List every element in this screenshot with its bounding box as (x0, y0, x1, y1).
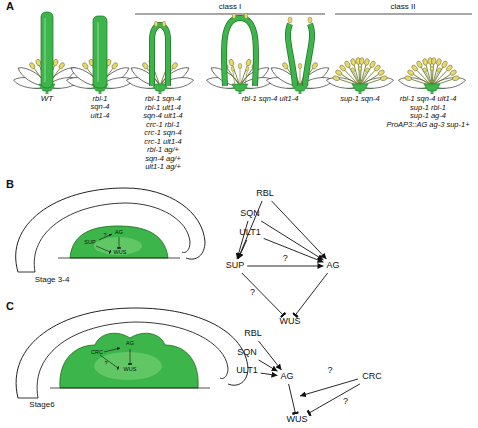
gene-name: AG (280, 372, 293, 382)
activation-arrow (259, 360, 278, 371)
label-text: WUS (112, 249, 128, 255)
label-text: B (3, 178, 17, 190)
label-text: sup-1 ag-4 (379, 112, 477, 120)
activation-arrow (272, 201, 327, 259)
inhibition-connector (295, 273, 327, 315)
label-text: rbl-1 ult1-4 (128, 104, 198, 112)
gene-node: WUS (278, 316, 303, 328)
gene-name: SUP (226, 261, 245, 271)
label-text: crc-1 ult1-4 (128, 138, 198, 146)
gene-name: SQN (237, 348, 257, 358)
activation-arrow (238, 201, 262, 259)
gene-name: SQN (240, 209, 260, 219)
label-text: sup-1 sqn-4 (330, 95, 390, 103)
gene-node: SUP (224, 260, 247, 272)
label-text: WUS (122, 366, 138, 372)
activation-arrow (238, 240, 247, 259)
inhibition-connector (289, 384, 296, 413)
label-text: rbl-1 sqn-4 ult1-4 (85, 95, 115, 120)
label-text: ult1-1 ag/+ (128, 163, 198, 171)
inhibition-connector (242, 273, 283, 315)
label-text: rbl-1 ag/+ (128, 146, 198, 154)
label-text: sup-1 rbl-1 (379, 104, 477, 112)
gene-node: ULT1 (237, 227, 262, 239)
label-text: crc-1 sqn-4 (128, 129, 198, 137)
gene-name: ULT1 (236, 366, 257, 376)
gene-name: RBL (256, 189, 274, 199)
activation-arrow (247, 266, 323, 267)
activation-arrow (261, 221, 323, 260)
gene-node: RBL (242, 328, 264, 340)
label-text: SUP (82, 239, 98, 245)
label-text: AG (123, 340, 137, 346)
label-text: sqn-4 ag/+ (128, 155, 198, 163)
gene-name: CRC (362, 372, 382, 382)
edge-label: ? (283, 254, 288, 263)
label-text: A (3, 0, 17, 12)
label-text: CRC (88, 349, 106, 355)
label-text: rbl-1 sqn-4 ult1-4 (220, 95, 320, 103)
gene-name: AG (326, 261, 339, 271)
activation-arrow (237, 221, 248, 259)
gene-node: SQN (235, 347, 259, 359)
gene-node: WUS (285, 414, 310, 426)
label-text: AG (112, 229, 126, 235)
activation-arrow (258, 341, 281, 370)
gene-name: WUS (287, 415, 308, 425)
label-text: ? (102, 360, 110, 366)
label-text: class I (200, 3, 260, 12)
label-text: C (3, 300, 17, 312)
gene-name: RBL (244, 329, 262, 339)
label-text: Stage 3-4 (22, 276, 82, 285)
label-text: WT (32, 95, 62, 104)
edge-label: ? (250, 288, 255, 297)
label-text: ? (101, 232, 109, 238)
gene-node: RBL (254, 188, 276, 200)
label-text: class II (373, 3, 433, 12)
activation-arrow (264, 238, 324, 262)
gene-node: ULT1 (234, 365, 259, 377)
label-text: rbl-1 sqn-4 ult1-4 (379, 95, 477, 103)
label-text: ProAP3::AG ag-3 sup-1+ (379, 121, 477, 129)
gene-name: ULT1 (239, 228, 260, 238)
label-text: Stage6 (17, 401, 67, 410)
gene-node: AG (324, 260, 341, 272)
edge-label: ? (343, 396, 348, 405)
gene-node: SQN (238, 208, 262, 220)
gene-name: WUS (280, 317, 301, 327)
label-text: rbl-1 sqn-4 (128, 95, 198, 103)
gene-node: CRC (360, 371, 384, 383)
label-text: crc-1 rbl-1 (128, 121, 198, 129)
inhibition-connector (309, 384, 360, 413)
label-text: sqn-4 ult1-4 (128, 112, 198, 120)
activation-arrow (261, 373, 278, 376)
gene-node: AG (278, 371, 295, 383)
label-text: ? (325, 366, 335, 376)
